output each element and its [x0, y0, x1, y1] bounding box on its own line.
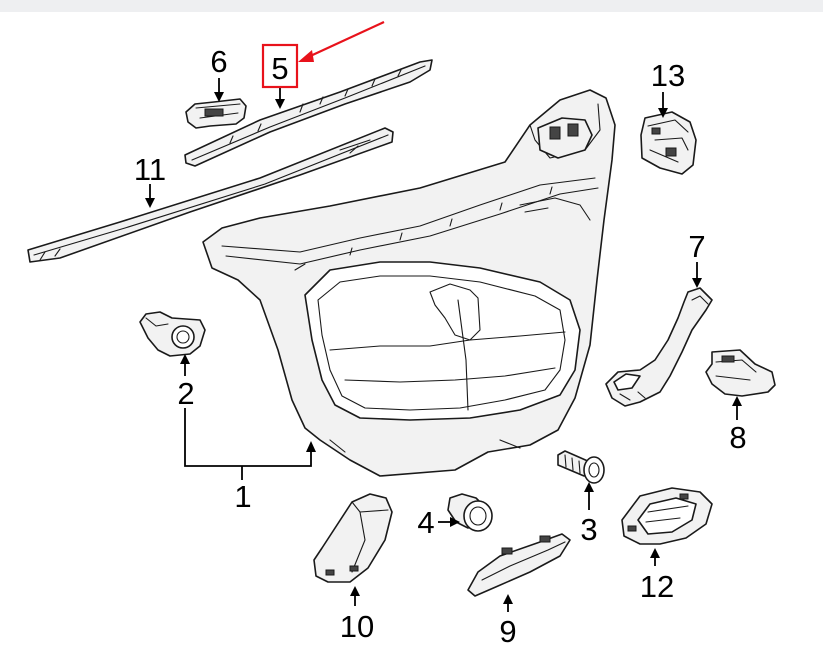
part-8-switch-housing	[705, 349, 776, 397]
part-5-window-seal-strip	[184, 59, 433, 167]
callout-5-highlight	[261, 21, 385, 89]
callout-5: 5	[271, 51, 288, 86]
callout-labels: 6 5 11 13 7 2 1 8 3 4 12 10 9	[134, 44, 747, 649]
callout-8: 8	[729, 420, 746, 455]
callout-1: 1	[234, 479, 251, 514]
callout-12: 12	[640, 569, 674, 604]
part-2-retainer	[139, 311, 206, 357]
part-9-handle-cover	[467, 533, 571, 597]
top-bar	[0, 0, 823, 12]
callout-9: 9	[499, 614, 516, 649]
part-1-door-trim-panel	[202, 89, 616, 477]
callout-11: 11	[134, 152, 166, 187]
callout-7: 7	[688, 229, 705, 264]
part-7-pull-handle	[605, 287, 713, 407]
callout-10: 10	[340, 609, 374, 644]
leader-lines	[145, 78, 742, 612]
callout-13: 13	[651, 58, 685, 93]
part-3-screw	[557, 450, 605, 484]
part-10-armrest-pad	[313, 493, 393, 583]
part-11-window-belt-seal	[27, 127, 394, 263]
part-6-clip	[185, 98, 247, 129]
part-12-switch-panel	[621, 487, 713, 545]
part-13-switch-bezel	[640, 111, 697, 175]
callout-6: 6	[210, 44, 227, 79]
callout-4: 4	[417, 505, 434, 540]
callout-3: 3	[580, 512, 597, 547]
callout-2: 2	[177, 376, 194, 411]
part-4-plug	[447, 493, 493, 532]
